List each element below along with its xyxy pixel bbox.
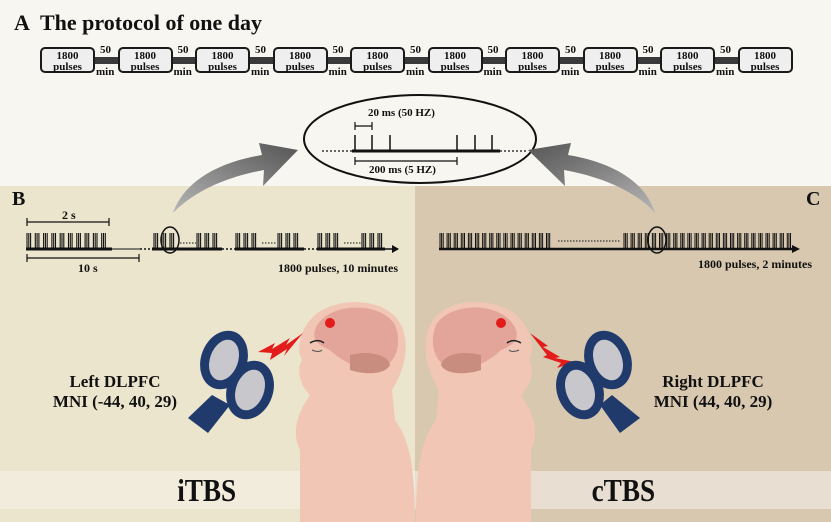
interval-value: 50 [410,44,421,56]
ctbs-label: cTBS [591,472,656,508]
left-site-name: Left DLPFC [69,372,161,391]
interval-connector [327,57,350,64]
interval-unit: min [406,66,425,78]
ctbs-summary: 1800 pulses, 2 minutes [698,257,813,271]
outer-interval-label: 200 ms (5 HZ) [369,164,436,176]
session-count: 1800 [521,50,544,62]
session-unit: pulses [750,61,780,73]
session-unit: pulses [440,61,470,73]
train-duration-label: 2 s [62,208,76,222]
session-unit: pulses [595,61,625,73]
interval-value: 50 [487,44,499,56]
interval-unit: min [96,66,115,78]
panel-c-letter: C [806,188,821,210]
session-unit: pulses [130,61,160,73]
inner-interval-arrow [354,122,373,130]
outer-interval-arrow [354,157,458,165]
interval-connector [172,57,195,64]
cycle-duration-label: 10 s [78,261,98,275]
interval-value: 50 [565,44,576,56]
interval-connector [250,57,273,64]
right-site-label: Right DLPFC MNI (44, 40, 29) [638,372,788,412]
session-unit: pulses [53,61,82,73]
session-count: 1800 [676,50,699,62]
session-unit: pulses [518,61,547,73]
session-unit: pulses [285,61,315,73]
interval-connector [560,57,583,64]
panel-a-letter: A [14,10,30,35]
time-axis-arrow-icon [392,245,399,253]
left-coil-icon [188,330,274,433]
right-coil-icon [556,330,640,433]
interval-value: 50 [177,44,189,56]
interval-connector [405,57,428,64]
interval-unit: min [251,66,270,78]
time-axis-arrow-icon [792,245,800,253]
session-count: 1800 [211,50,234,62]
interval-unit: min [483,66,502,78]
inner-interval-label: 20 ms (50 HZ) [368,107,435,119]
session-count: 1800 [444,50,466,62]
right-stimulus-bolt-icon [530,333,575,368]
session-unit: pulses [208,61,237,73]
right-target-dot [496,318,506,328]
interval-value: 50 [332,44,344,56]
interval-value: 50 [100,44,111,56]
left-site-coords: MNI (-44, 40, 29) [52,392,178,411]
interval-unit: min [638,66,657,78]
arrow-left-to-detail [173,143,298,213]
panel-a-title: The protocol of one day [40,10,263,35]
panel-b-letter: B [12,188,26,210]
session-count: 1800 [366,50,389,62]
interval-connector [482,57,505,64]
interval-unit: min [328,66,347,78]
right-site-name: Right DLPFC [662,372,764,391]
interval-connector [95,57,118,64]
session-count: 1800 [289,50,311,62]
interval-connector [637,57,660,64]
interval-value: 50 [720,44,731,56]
panel-a [0,0,831,186]
interval-unit: min [173,66,192,78]
burst-detail-diagram [303,94,537,184]
left-site-label: Left DLPFC MNI (-44, 40, 29) [40,372,190,412]
interval-unit: min [716,66,735,78]
left-stimulus-bolt-icon [258,333,303,360]
burst-detail-ellipse [303,94,537,184]
interval-connector [715,57,738,64]
right-site-coords: MNI (44, 40, 29) [653,392,773,411]
left-target-dot [325,318,335,328]
highlight-ellipse [647,226,667,254]
interval-unit: min [561,66,580,78]
session-unit: pulses [363,61,392,73]
right-head-icon [416,302,536,522]
session-count: 1800 [56,50,79,62]
interval-value: 50 [642,44,654,56]
burst-pulses [354,135,493,151]
session-count: 1800 [754,50,776,62]
arrow-right-to-detail [528,143,655,213]
session-unit: pulses [673,61,702,73]
highlight-ellipse [160,226,180,254]
itbs-label: iTBS [177,472,237,508]
session-count: 1800 [599,50,621,62]
session-count: 1800 [134,50,156,62]
itbs-summary: 1800 pulses, 10 minutes [278,261,399,275]
left-head-icon [295,302,415,522]
interval-value: 50 [255,44,266,56]
